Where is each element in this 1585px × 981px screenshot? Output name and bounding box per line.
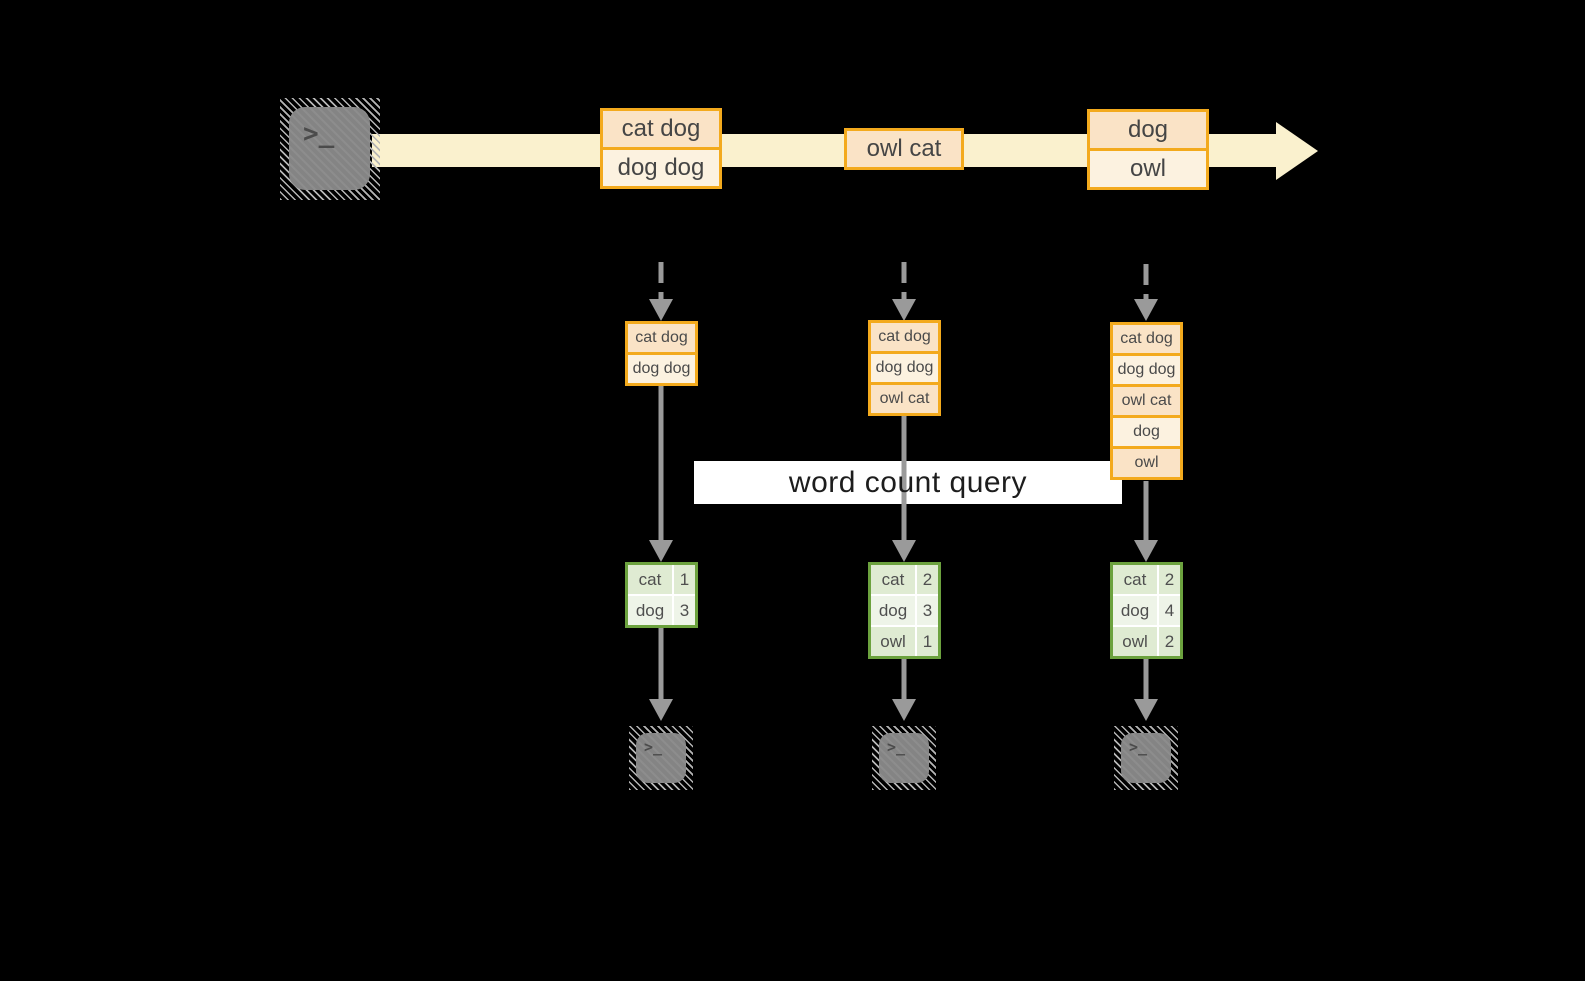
event-record: owl: [1090, 151, 1206, 187]
terminal-prompt-glyph: >_: [303, 119, 335, 149]
arrowhead: [649, 540, 673, 562]
buffer-line: dog dog: [871, 354, 938, 382]
count-word-cell: dog: [871, 596, 915, 625]
arrowhead: [1134, 540, 1158, 562]
query-label: word count query: [788, 465, 1028, 499]
event-record: dog dog: [603, 150, 719, 186]
arrowhead: [1134, 699, 1158, 721]
event-record: owl cat: [847, 131, 961, 167]
count-word-cell: dog: [1113, 596, 1157, 625]
terminal-prompt-glyph: >_: [1129, 738, 1148, 756]
event-buffer-2: cat dog dog dog owl cat: [868, 320, 941, 416]
count-word-cell: cat: [628, 565, 672, 594]
buffer-line: owl cat: [1113, 387, 1180, 415]
arrowhead: [1134, 299, 1158, 321]
stream-arrowhead: [1276, 122, 1318, 180]
buffer-line: dog dog: [1113, 356, 1180, 384]
event-buffer-3: cat dog dog dog owl cat dog owl: [1110, 322, 1183, 480]
producer-terminal-icon: >_: [280, 98, 380, 200]
terminal-body: >_: [1121, 733, 1171, 783]
arrowhead: [892, 699, 916, 721]
terminal-prompt-glyph: >_: [887, 738, 906, 756]
count-value-cell: 1: [917, 627, 938, 656]
count-value-cell: 2: [917, 565, 938, 594]
count-value-cell: 3: [917, 596, 938, 625]
event-buffer-1: cat dog dog dog: [625, 321, 698, 386]
count-word-cell: dog: [628, 596, 672, 625]
stream-event-box-3: dog owl: [1087, 109, 1209, 190]
count-value-cell: 1: [674, 565, 695, 594]
count-word-cell: cat: [871, 565, 915, 594]
count-value-cell: 4: [1159, 596, 1180, 625]
count-word-cell: owl: [1113, 627, 1157, 656]
terminal-body: >_: [879, 733, 929, 783]
query-label-band: [694, 461, 1122, 504]
buffer-line: owl: [1113, 449, 1180, 477]
count-value-cell: 2: [1159, 627, 1180, 656]
buffer-line: owl cat: [871, 385, 938, 413]
consumer-terminal-icon-2: >_: [872, 726, 936, 790]
consumer-terminal-icon-3: >_: [1114, 726, 1178, 790]
consumer-terminal-icon-1: >_: [629, 726, 693, 790]
buffer-line: dog dog: [628, 355, 695, 383]
count-word-cell: cat: [1113, 565, 1157, 594]
count-table-3: cat 2 dog 4 owl 2: [1110, 562, 1183, 659]
buffer-line: cat dog: [1113, 325, 1180, 353]
terminal-body: >_: [289, 107, 370, 190]
stream-event-box-2: owl cat: [844, 128, 964, 170]
count-word-cell: owl: [871, 627, 915, 656]
event-record: cat dog: [603, 111, 719, 147]
arrowhead: [892, 540, 916, 562]
arrowhead: [649, 699, 673, 721]
count-value-cell: 3: [674, 596, 695, 625]
count-table-1: cat 1 dog 3: [625, 562, 698, 628]
arrowhead: [892, 299, 916, 321]
arrowhead: [649, 299, 673, 321]
stream-event-box-1: cat dog dog dog: [600, 108, 722, 189]
terminal-body: >_: [636, 733, 686, 783]
buffer-line: dog: [1113, 418, 1180, 446]
buffer-line: cat dog: [628, 324, 695, 352]
count-value-cell: 2: [1159, 565, 1180, 594]
event-record: dog: [1090, 112, 1206, 148]
count-table-2: cat 2 dog 3 owl 1: [868, 562, 941, 659]
buffer-line: cat dog: [871, 323, 938, 351]
terminal-prompt-glyph: >_: [644, 738, 663, 756]
